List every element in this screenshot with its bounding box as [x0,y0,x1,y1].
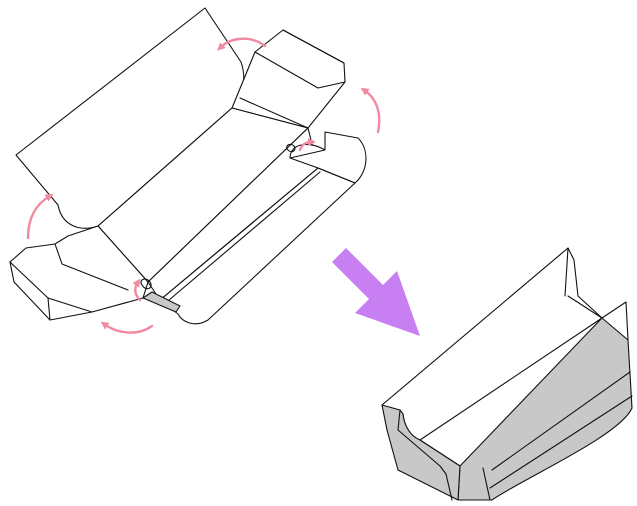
box-left-end [381,404,461,501]
long-side-flap [159,131,367,325]
curved-arrow-icon [100,321,154,334]
fold-arrows [26,37,381,334]
unfolded-box-blank [9,7,367,325]
curved-arrow-icon [217,37,267,51]
shaded-tab [142,291,181,313]
curved-arrow-icon [132,278,142,302]
box-front-side [457,317,633,501]
curved-arrow-icon [360,87,381,134]
assembled-box [381,247,633,501]
arrow-down-right-icon [332,248,420,336]
end-flap-bottom-left [9,225,149,321]
curved-arrow-icon [26,194,54,240]
curved-arrow-icon [298,138,316,152]
